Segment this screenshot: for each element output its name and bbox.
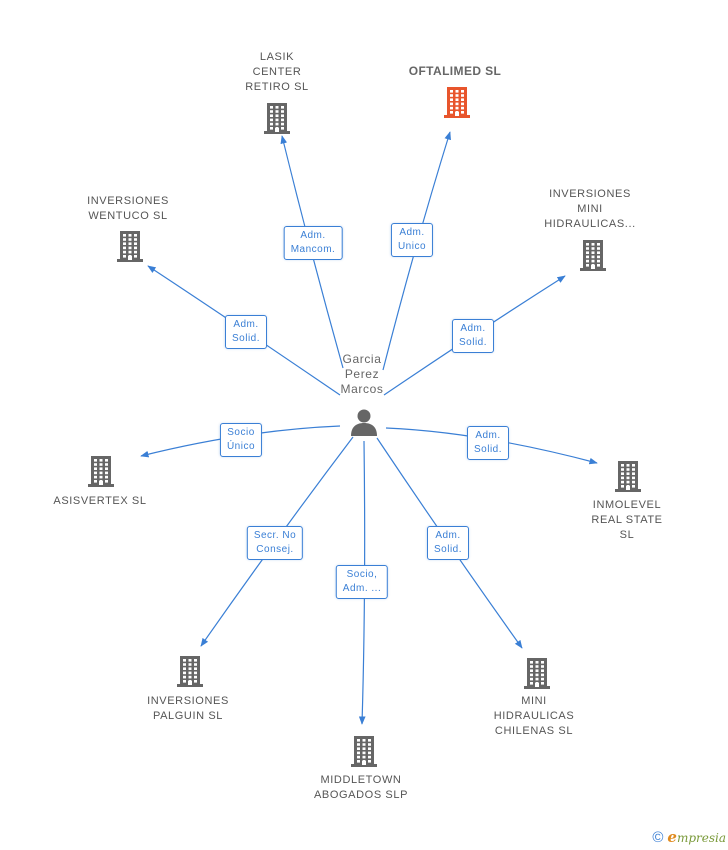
role-badge-middletown[interactable]: Socio, Adm. ... [335,565,389,599]
company-label-line: INVERSIONES [147,695,229,707]
person-node[interactable] [349,407,379,437]
company-label-lasik[interactable]: LASIK CENTER RETIRO SL [245,50,308,95]
building-icon [524,658,550,689]
company-node-lasik[interactable] [262,101,292,135]
company-node-asisvertex[interactable] [86,454,116,488]
company-label-line: OFTALIMED SL [408,64,502,78]
building-icon [615,461,641,492]
building-icon [88,456,114,487]
person-label-line: Perez [344,367,380,381]
building-icon [351,736,377,767]
company-label-line: REAL STATE [591,514,663,526]
role-badge-line: Solid. [433,544,463,555]
company-label-line: CHILENAS SL [494,725,574,737]
role-badge-line: Unico [397,241,427,252]
company-node-mini-hidr[interactable] [578,238,608,272]
company-label-line: HIDRAULICAS... [544,218,636,230]
empresia-logo[interactable]: empresia [667,828,726,846]
role-badge-chilenas[interactable]: Adm. Solid. [426,526,470,560]
company-label-line: INVERSIONES [549,188,631,200]
company-label-line: WENTUCO SL [88,210,168,222]
company-node-wentuco[interactable] [115,229,145,263]
role-badge-line: Adm. [460,323,486,334]
company-label-middletown[interactable]: MIDDLETOWN ABOGADOS SLP [314,773,408,803]
company-label-line: INMOLEVEL [592,499,662,511]
company-label-line: MIDDLETOWN [320,774,402,786]
company-label-asisvertex[interactable]: ASISVERTEX SL [53,494,146,509]
person-icon [351,409,377,436]
role-badge-line: Adm. [300,230,326,241]
company-node-inmolevel[interactable] [613,459,643,493]
role-badge-line: Socio [227,427,255,438]
company-node-palguin[interactable] [175,654,205,688]
company-label-line: MINI [521,695,547,707]
role-badge-line: Adm. [435,530,461,541]
role-badge-lasik[interactable]: Adm. Mancom. [283,226,343,260]
company-label-line: PALGUIN SL [152,710,223,722]
company-label-line: MINI [577,203,603,215]
role-badge-line: Único [226,441,256,452]
company-label-line: INVERSIONES [87,195,169,207]
company-label-oftalimed[interactable]: OFTALIMED SL [409,64,502,79]
footer-brand: © empresia [652,828,726,846]
role-badge-line: Secr. No [253,530,297,541]
person-label-line: Marcos [340,382,384,396]
building-icon [264,103,290,134]
company-label-inmolevel[interactable]: INMOLEVEL REAL STATE SL [591,498,662,543]
company-label-line: LASIK [259,51,295,63]
role-badge-line: Solid. [458,337,488,348]
person-label-line: Garcia [342,352,382,366]
role-badge-mini-hidr[interactable]: Adm. Solid. [451,319,495,353]
role-badge-line: Adm. [399,227,425,238]
company-label-line: CENTER [252,66,302,78]
company-label-line: HIDRAULICAS [493,710,575,722]
company-label-line: RETIRO SL [245,81,309,93]
company-label-line: ABOGADOS SLP [313,789,409,801]
role-badge-line: Mancom. [290,244,336,255]
company-label-line: SL [619,529,635,541]
building-icon [117,231,143,262]
role-badge-line: Adm. [233,319,259,330]
building-icon [444,87,470,118]
role-badge-line: Solid. [231,333,261,344]
company-label-mini-hidr[interactable]: INVERSIONES MINI HIDRAULICAS... [544,187,636,232]
role-badge-line: Solid. [473,444,503,455]
role-badge-wentuco[interactable]: Adm. Solid. [224,315,268,349]
role-badge-line: Socio, [346,569,378,580]
company-label-palguin[interactable]: INVERSIONES PALGUIN SL [147,694,229,724]
company-label-line: ASISVERTEX SL [53,495,147,507]
role-badge-line: Adm. [475,430,501,441]
role-badge-palguin[interactable]: Secr. No Consej. [246,526,304,560]
role-badge-line: Consej. [256,544,294,555]
company-label-wentuco[interactable]: INVERSIONES WENTUCO SL [87,194,169,224]
copyright-icon: © [652,828,664,846]
role-badge-oftalimed[interactable]: Adm. Unico [390,223,434,257]
building-icon [177,656,203,687]
role-badge-line: Adm. ... [342,583,382,594]
company-node-oftalimed[interactable] [442,85,472,119]
company-node-middletown[interactable] [349,734,379,768]
company-node-chilenas[interactable] [522,656,552,690]
building-icon [580,240,606,271]
role-badge-inmolevel[interactable]: Adm. Solid. [466,426,510,460]
company-label-chilenas[interactable]: MINI HIDRAULICAS CHILENAS SL [494,694,575,739]
